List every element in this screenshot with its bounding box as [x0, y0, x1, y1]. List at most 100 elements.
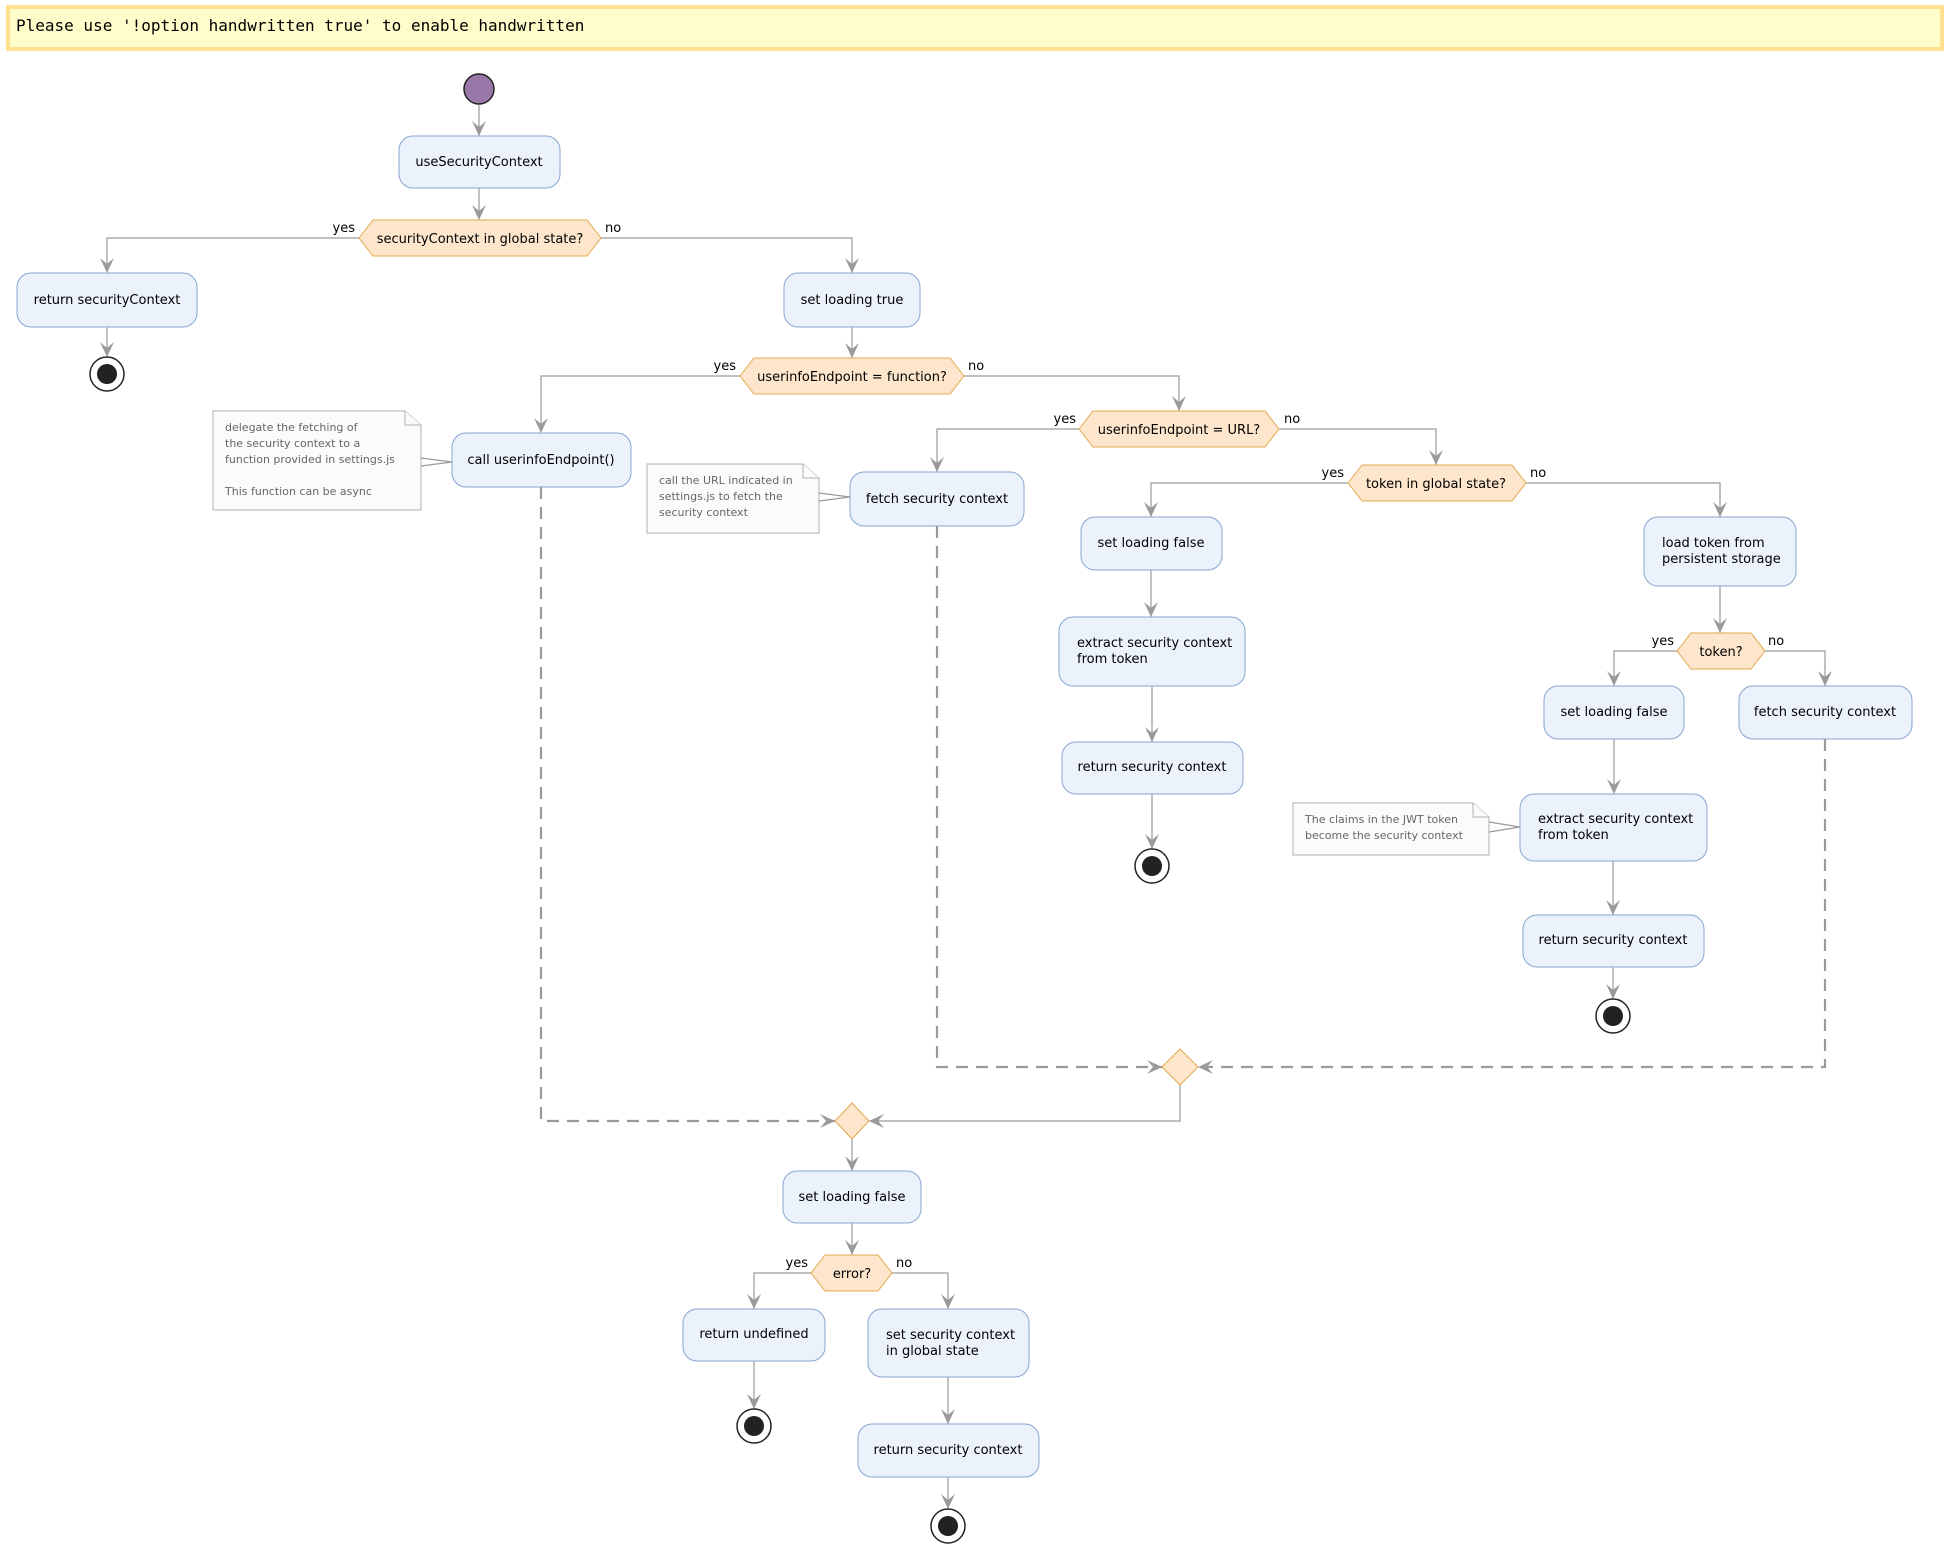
branch-label-yes: yes [333, 221, 356, 236]
branch-label-no: no [968, 359, 984, 374]
arrow-head [100, 258, 114, 273]
edge [753, 1272, 811, 1309]
edge [1765, 650, 1826, 686]
edge [540, 375, 740, 433]
activity-label: set loading true [801, 293, 904, 308]
activity-set-loading-true [783, 272, 921, 328]
activity-label: fetch security context [866, 492, 1008, 507]
arrow-head [1606, 984, 1620, 999]
activity-label: from token [1538, 828, 1609, 843]
arrow-head [472, 121, 486, 136]
edge [601, 237, 853, 273]
stop-node [736, 1408, 772, 1444]
activity-label: return undefined [699, 1327, 808, 1342]
branch-label-yes: yes [714, 359, 737, 374]
activity-load-token [1643, 516, 1797, 587]
decision-userinfo-endpoint-function [739, 357, 965, 395]
merge-node [834, 1102, 870, 1140]
note-call-url: call the URL indicated in settings.js to… [646, 463, 851, 534]
activity-set-loading-false [1543, 685, 1685, 740]
arrow-head [1144, 602, 1158, 617]
arrow-head [869, 1114, 884, 1128]
arrow-head [472, 205, 486, 220]
branch-label-no: no [1768, 634, 1784, 649]
branch-label-yes: yes [1054, 412, 1077, 427]
activity-set-loading-false [782, 1170, 922, 1224]
decision-label: userinfoEndpoint = function? [757, 370, 947, 385]
edge [1613, 650, 1677, 686]
note-line: The claims in the JWT token [1304, 813, 1458, 826]
edge [892, 1272, 949, 1309]
arrow-head [930, 457, 944, 472]
edge [935, 526, 1162, 1069]
activity-label: set loading false [799, 1190, 906, 1205]
arrow-head [1607, 779, 1621, 794]
activity-label: return securityContext [34, 293, 181, 308]
activity-return-security-context [16, 272, 198, 328]
edge [869, 1085, 1181, 1122]
activity-use-security-context [398, 135, 561, 189]
activity-label: fetch security context [1754, 705, 1896, 720]
note-line: the security context to a [225, 437, 360, 450]
edge [539, 487, 835, 1123]
arrow-head [1172, 396, 1186, 411]
arrow-head [534, 418, 548, 433]
activity-label: set security context [886, 1328, 1015, 1343]
decision-token-in-global-state [1347, 464, 1527, 502]
arrow-head [1145, 834, 1159, 849]
note-line: function provided in settings.js [225, 453, 395, 466]
branch-label-no: no [1530, 466, 1546, 481]
branch-label-no: no [605, 221, 621, 236]
edges [100, 105, 1832, 1509]
arrow-head [1147, 1060, 1162, 1074]
activity-label: return security context [1539, 933, 1688, 948]
activity-label: in global state [886, 1344, 979, 1359]
arrow-head [820, 1114, 835, 1128]
decision-label: error? [833, 1267, 871, 1282]
edge [106, 237, 359, 273]
merge-node [1161, 1048, 1199, 1086]
edge [1198, 739, 1827, 1069]
banner-text: Please use '!option handwritten true' to… [16, 16, 584, 35]
activity-label: set loading false [1561, 705, 1668, 720]
arrow-head [941, 1409, 955, 1424]
activity-label: extract security context [1077, 636, 1232, 651]
arrow-head [845, 258, 859, 273]
branch-label-yes: yes [1652, 634, 1675, 649]
arrow-head [1607, 671, 1621, 686]
activity-label: from token [1077, 652, 1148, 667]
note-line: settings.js to fetch the [659, 490, 783, 503]
stop-node [89, 356, 125, 392]
arrow-head [1606, 900, 1620, 915]
note-delegate-fetching: delegate the fetching of the security co… [212, 410, 453, 511]
arrow-head [1144, 502, 1158, 517]
decision-error [810, 1254, 893, 1292]
branch-label-yes: yes [1322, 466, 1345, 481]
arrow-head [941, 1294, 955, 1309]
decision-token [1676, 632, 1766, 670]
activity-fetch-security-context [849, 471, 1025, 527]
edge [1526, 482, 1721, 517]
decision-userinfo-endpoint-url [1078, 410, 1280, 448]
activity-label: set loading false [1098, 536, 1205, 551]
arrow-head [845, 1240, 859, 1255]
activity-label: extract security context [1538, 812, 1693, 827]
activity-set-security-context-global [867, 1308, 1030, 1378]
activity-extract-security-context [1058, 616, 1246, 687]
activity-call-userinfo-endpoint [451, 432, 632, 488]
note-line: become the security context [1305, 829, 1464, 842]
decision-label: securityContext in global state? [377, 232, 584, 247]
edge [1150, 482, 1348, 517]
note-line: delegate the fetching of [225, 421, 359, 434]
stop-node [1134, 848, 1170, 884]
arrow-head [1818, 671, 1832, 686]
activity-label: return security context [1078, 760, 1227, 775]
branch-label-yes: yes [786, 1256, 809, 1271]
edge [936, 428, 1079, 472]
arrow-head [100, 342, 114, 357]
arrow-head [1713, 618, 1727, 633]
activity-return-undefined [682, 1308, 826, 1362]
arrow-head [1429, 450, 1443, 465]
activity-label: useSecurityContext [415, 155, 542, 170]
